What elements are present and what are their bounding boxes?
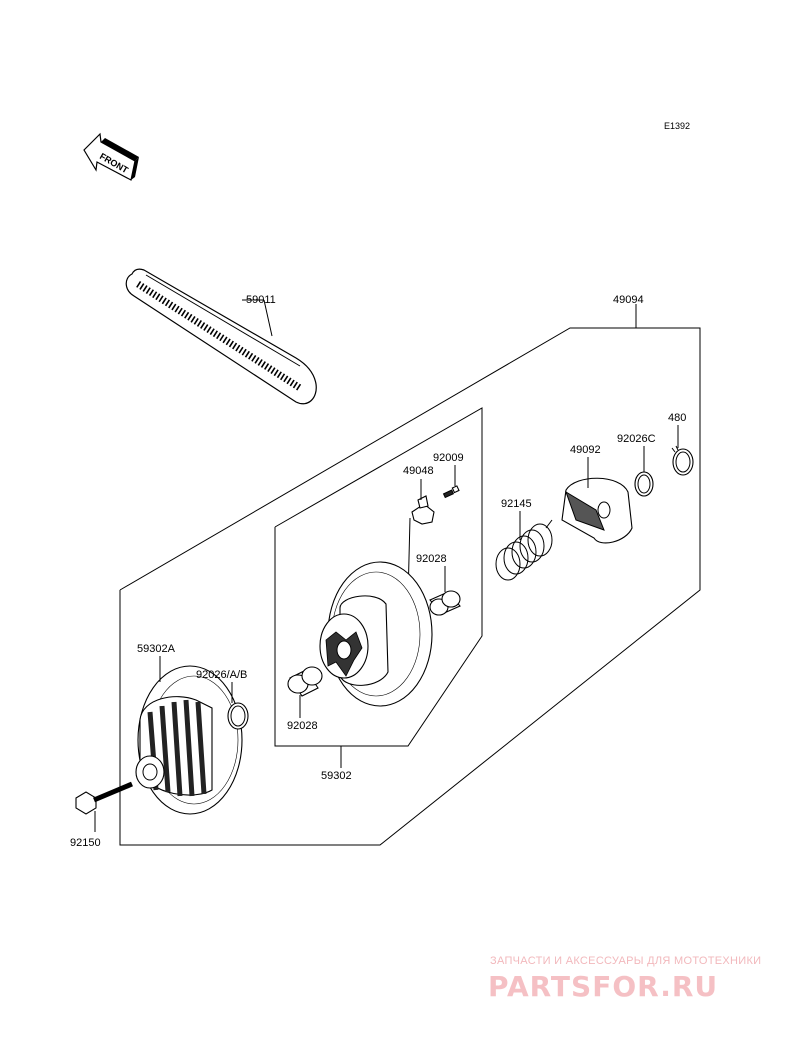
label-59302: 59302	[321, 770, 352, 782]
label-49094: 49094	[613, 294, 644, 306]
fixed-sheave-icon	[135, 665, 243, 815]
label-92009: 92009	[433, 452, 464, 464]
movable-sheave-icon	[319, 561, 433, 707]
shim-c-icon	[634, 471, 654, 497]
shim-ab-icon	[227, 702, 249, 730]
front-arrow-icon: FRONT	[83, 132, 139, 181]
weight-icon	[411, 495, 435, 525]
circlip-icon	[671, 445, 694, 476]
spring-icon	[495, 519, 553, 581]
label-92028-upper: 92028	[416, 553, 447, 565]
small-bolt-icon	[442, 485, 460, 499]
diagram-code: E1392	[664, 121, 690, 131]
label-92150: 92150	[70, 837, 101, 849]
label-59011: 59011	[246, 294, 276, 306]
collar-lower-icon	[287, 666, 323, 697]
label-480: 480	[668, 412, 686, 424]
watermark-logo: PARTSFOR.RU	[488, 970, 718, 1003]
drive-belt-icon	[125, 268, 317, 405]
label-49092: 49092	[570, 444, 601, 456]
label-92026ab: 92026/A/B	[196, 669, 247, 681]
bolt-icon	[75, 781, 133, 815]
label-92028-lower: 92028	[287, 720, 318, 732]
label-59302a: 59302A	[137, 643, 176, 655]
label-92026c: 92026C	[617, 433, 656, 445]
label-49048: 49048	[403, 465, 434, 477]
watermark-tagline: ЗАПЧАСТИ И АКСЕССУАРЫ ДЛЯ МОТОТЕХНИКИ	[490, 955, 761, 967]
ramp-icon	[561, 477, 633, 544]
collar-upper-icon	[429, 590, 461, 616]
label-92145: 92145	[501, 498, 532, 510]
